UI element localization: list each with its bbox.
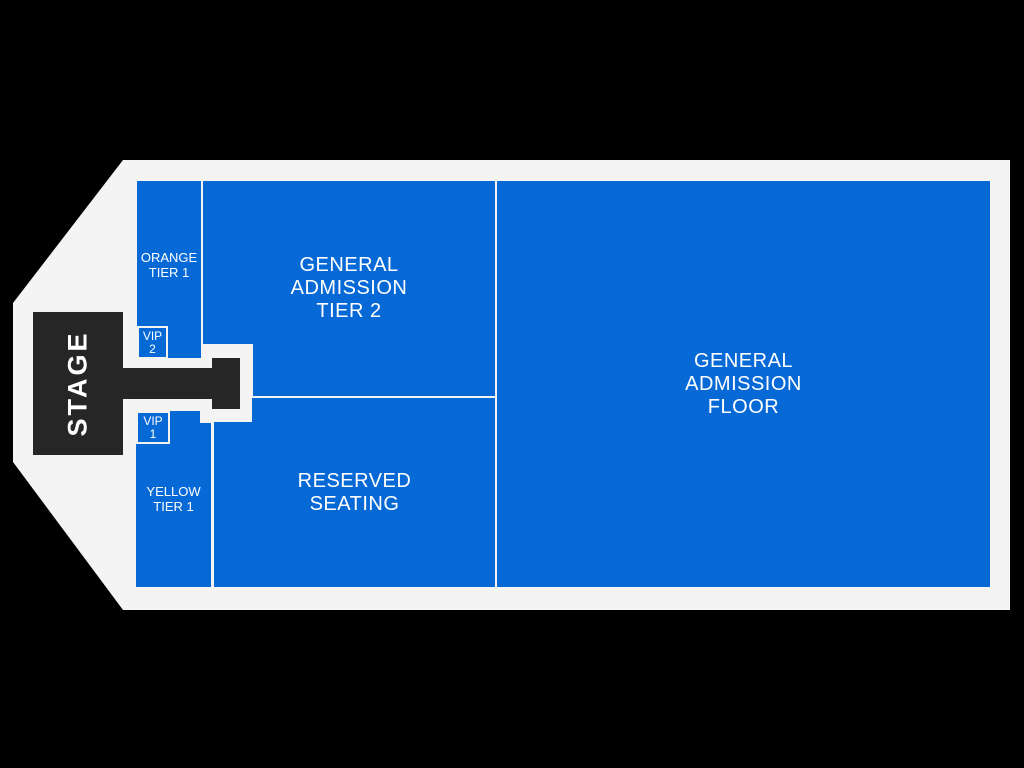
section-label: VIP 1 — [143, 413, 163, 441]
section-label-line: YELLOW — [146, 484, 201, 499]
section-label-line: ADMISSION — [685, 372, 802, 395]
section-label: ORANGE TIER 1 — [141, 250, 197, 280]
section-label-line: GENERAL — [299, 254, 399, 276]
section-label-line: GENERAL — [693, 349, 794, 372]
section-label-line: FLOOR — [707, 395, 780, 418]
stage-label: STAGE — [62, 330, 93, 437]
section-general-admission-floor[interactable]: GENERAL ADMISSION FLOOR — [497, 181, 990, 587]
section-label: RESERVED SEATING — [298, 470, 412, 516]
section-label-line: SEATING — [309, 492, 400, 515]
section-label-line: TIER 1 — [148, 264, 190, 280]
section-label-line: VIP — [142, 328, 163, 343]
section-label-line: ORANGE — [140, 249, 198, 265]
section-vip-2[interactable]: VIP 2 — [137, 326, 168, 359]
stage-runway-head — [212, 358, 240, 409]
section-label: GENERAL ADMISSION TIER 2 — [291, 254, 408, 323]
section-label: VIP 2 — [142, 328, 163, 356]
section-label-line: VIP — [143, 413, 163, 428]
section-label-line: TIER 1 — [153, 499, 194, 514]
section-label-line: TIER 2 — [316, 300, 382, 322]
section-reserved-seating[interactable]: RESERVED SEATING — [214, 398, 495, 587]
section-label: YELLOW TIER 1 — [146, 484, 200, 514]
section-label-line: RESERVED — [297, 469, 412, 492]
section-label: GENERAL ADMISSION FLOOR — [685, 350, 802, 419]
section-label-line: ADMISSION — [290, 277, 408, 299]
stage: STAGE — [33, 312, 123, 455]
section-label-line: 1 — [149, 426, 157, 441]
section-label-line: 2 — [149, 341, 156, 356]
section-vip-1[interactable]: VIP 1 — [136, 411, 170, 444]
